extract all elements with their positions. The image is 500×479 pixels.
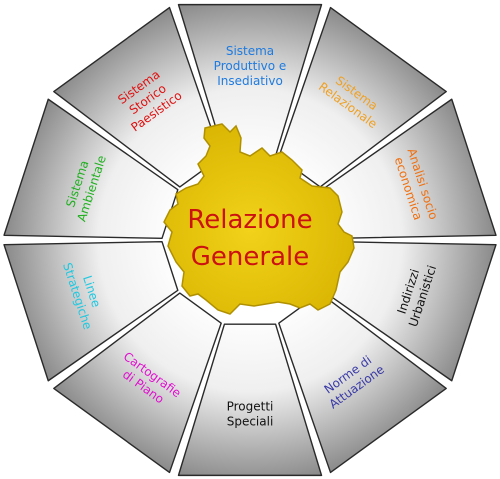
territory-map-shape: [163, 123, 355, 315]
segment-tile: [53, 292, 222, 474]
segment-cartografie-di-piano[interactable]: Cartografiedi Piano: [53, 292, 222, 474]
segment-label-line: Speciali: [227, 415, 274, 429]
segment-label-line: Progetti: [227, 400, 274, 414]
segment-sistema-relazionale[interactable]: SistemaRelazionale: [278, 6, 447, 188]
segment-tile: [3, 240, 179, 382]
segment-indirizzi-urbanistici[interactable]: IndirizziUrbanistici: [321, 240, 497, 382]
segment-sistema-ambientale[interactable]: SistemaAmbientale: [3, 98, 179, 240]
segment-sistema-storico-paesistico[interactable]: SistemaStoricoPaesistico: [53, 6, 222, 188]
segment-linee-strategiche[interactable]: LineeStrategiche: [3, 240, 179, 382]
segment-label-line: Produttivo e: [214, 59, 287, 73]
segment-label-line: Insediativo: [217, 74, 283, 88]
segment-tile: [278, 292, 447, 474]
segment-label-line: Sistema: [226, 44, 274, 58]
center-title-line2: Generale: [191, 242, 309, 272]
segment-tile: [3, 98, 179, 240]
segment-tile: [177, 323, 323, 477]
center-map[interactable]: Relazione Generale: [163, 123, 355, 315]
center-title-line1: Relazione: [187, 205, 312, 235]
segment-norme-di-attuazione[interactable]: Norme diAttuazione: [278, 292, 447, 474]
